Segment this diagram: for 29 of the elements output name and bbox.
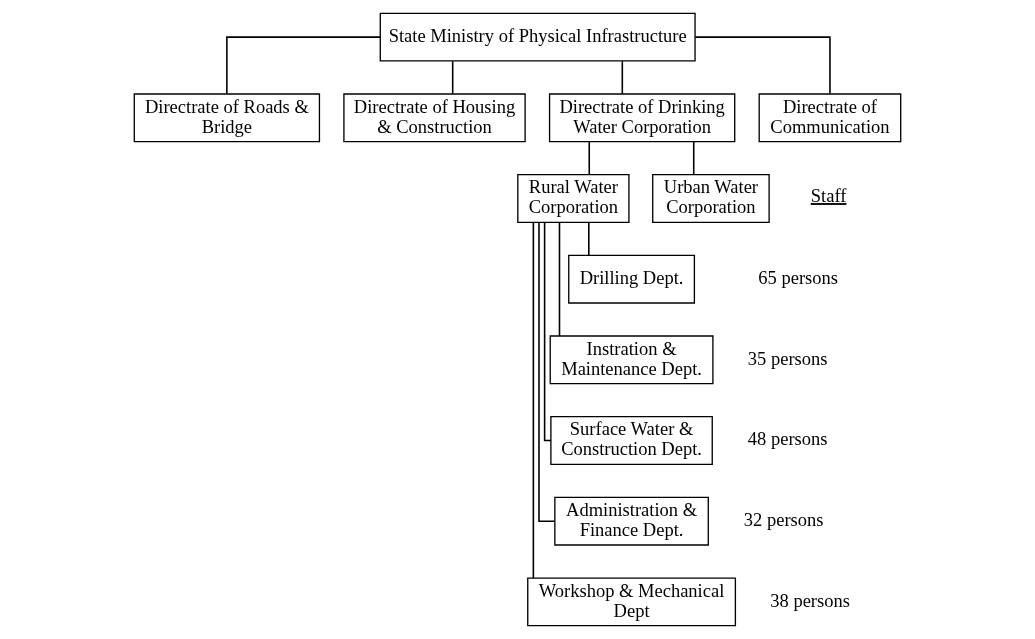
node-box: Drilling Dept.: [568, 254, 696, 304]
connector: [621, 60, 624, 95]
node-box: Directrate of Roads & Bridge: [133, 93, 321, 143]
node-box: Instration & Maintenance Dept.: [549, 335, 714, 385]
connector: [588, 221, 590, 256]
connector: [558, 221, 561, 337]
node-box: Workshop & Mechanical Dept: [527, 577, 737, 627]
node-box: Administration & Finance Dept.: [554, 496, 709, 546]
node-label: 48 persons: [747, 429, 828, 450]
node-box: Urban Water Corporation: [652, 174, 770, 223]
node-label: 38 persons: [770, 590, 850, 611]
node-box: Directrate of Communication: [758, 93, 902, 143]
connector: [226, 36, 381, 95]
node-label: 32 persons: [743, 510, 824, 531]
node-box: Surface Water & Construction Dept.: [550, 416, 713, 465]
node-box: Directrate of Housing & Construction: [343, 93, 526, 143]
node-box: State Ministry of Physical Infrastructure: [379, 12, 696, 62]
connector: [451, 60, 454, 95]
node-box: Rural Water Corporation: [517, 174, 630, 223]
label: Staff: [810, 186, 847, 207]
connector: [543, 221, 552, 442]
connector: [532, 221, 535, 579]
connector: [588, 141, 591, 176]
node-label: 35 persons: [747, 348, 828, 369]
connector: [692, 141, 695, 176]
node-label: 65 persons: [758, 268, 839, 289]
connector: [538, 221, 556, 522]
node-box: Directrate of Drinking Water Corporation: [548, 93, 736, 143]
connector: [694, 36, 831, 95]
